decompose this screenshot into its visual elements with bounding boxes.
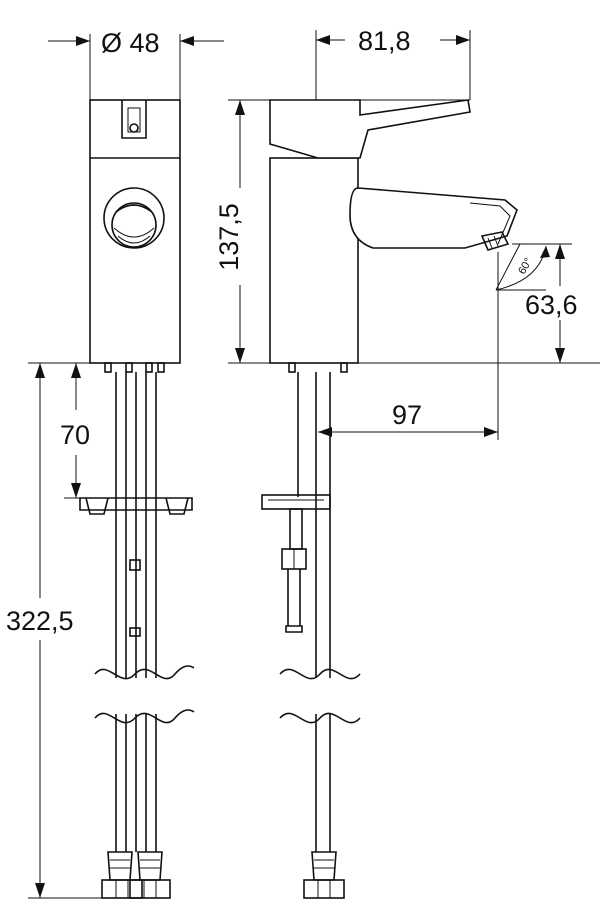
hose-length-label: 322,5 [6,606,74,636]
spout-reach-label: 97 [392,400,422,430]
width-label: 81,8 [358,26,411,56]
front-mounting-bracket [79,497,193,515]
side-hoses [297,372,331,852]
side-mounting-bracket [261,494,331,510]
front-view [28,34,224,899]
spout-knob [103,187,165,249]
angle-label: 60° [516,256,535,276]
front-hose-fittings [101,851,171,899]
side-hose-fitting [303,851,345,899]
side-lever [269,99,471,159]
front-body [89,99,181,364]
mount-depth-label: 70 [60,420,90,450]
height-label: 137,5 [214,203,244,271]
front-hoses [115,372,157,678]
side-view [228,30,600,899]
side-body [269,157,359,364]
diameter-label: Ø 48 [101,28,160,58]
lever-notch [121,100,147,139]
side-spout [349,187,518,249]
threaded-rod [281,508,307,633]
spout-height-label: 63,6 [525,290,578,320]
